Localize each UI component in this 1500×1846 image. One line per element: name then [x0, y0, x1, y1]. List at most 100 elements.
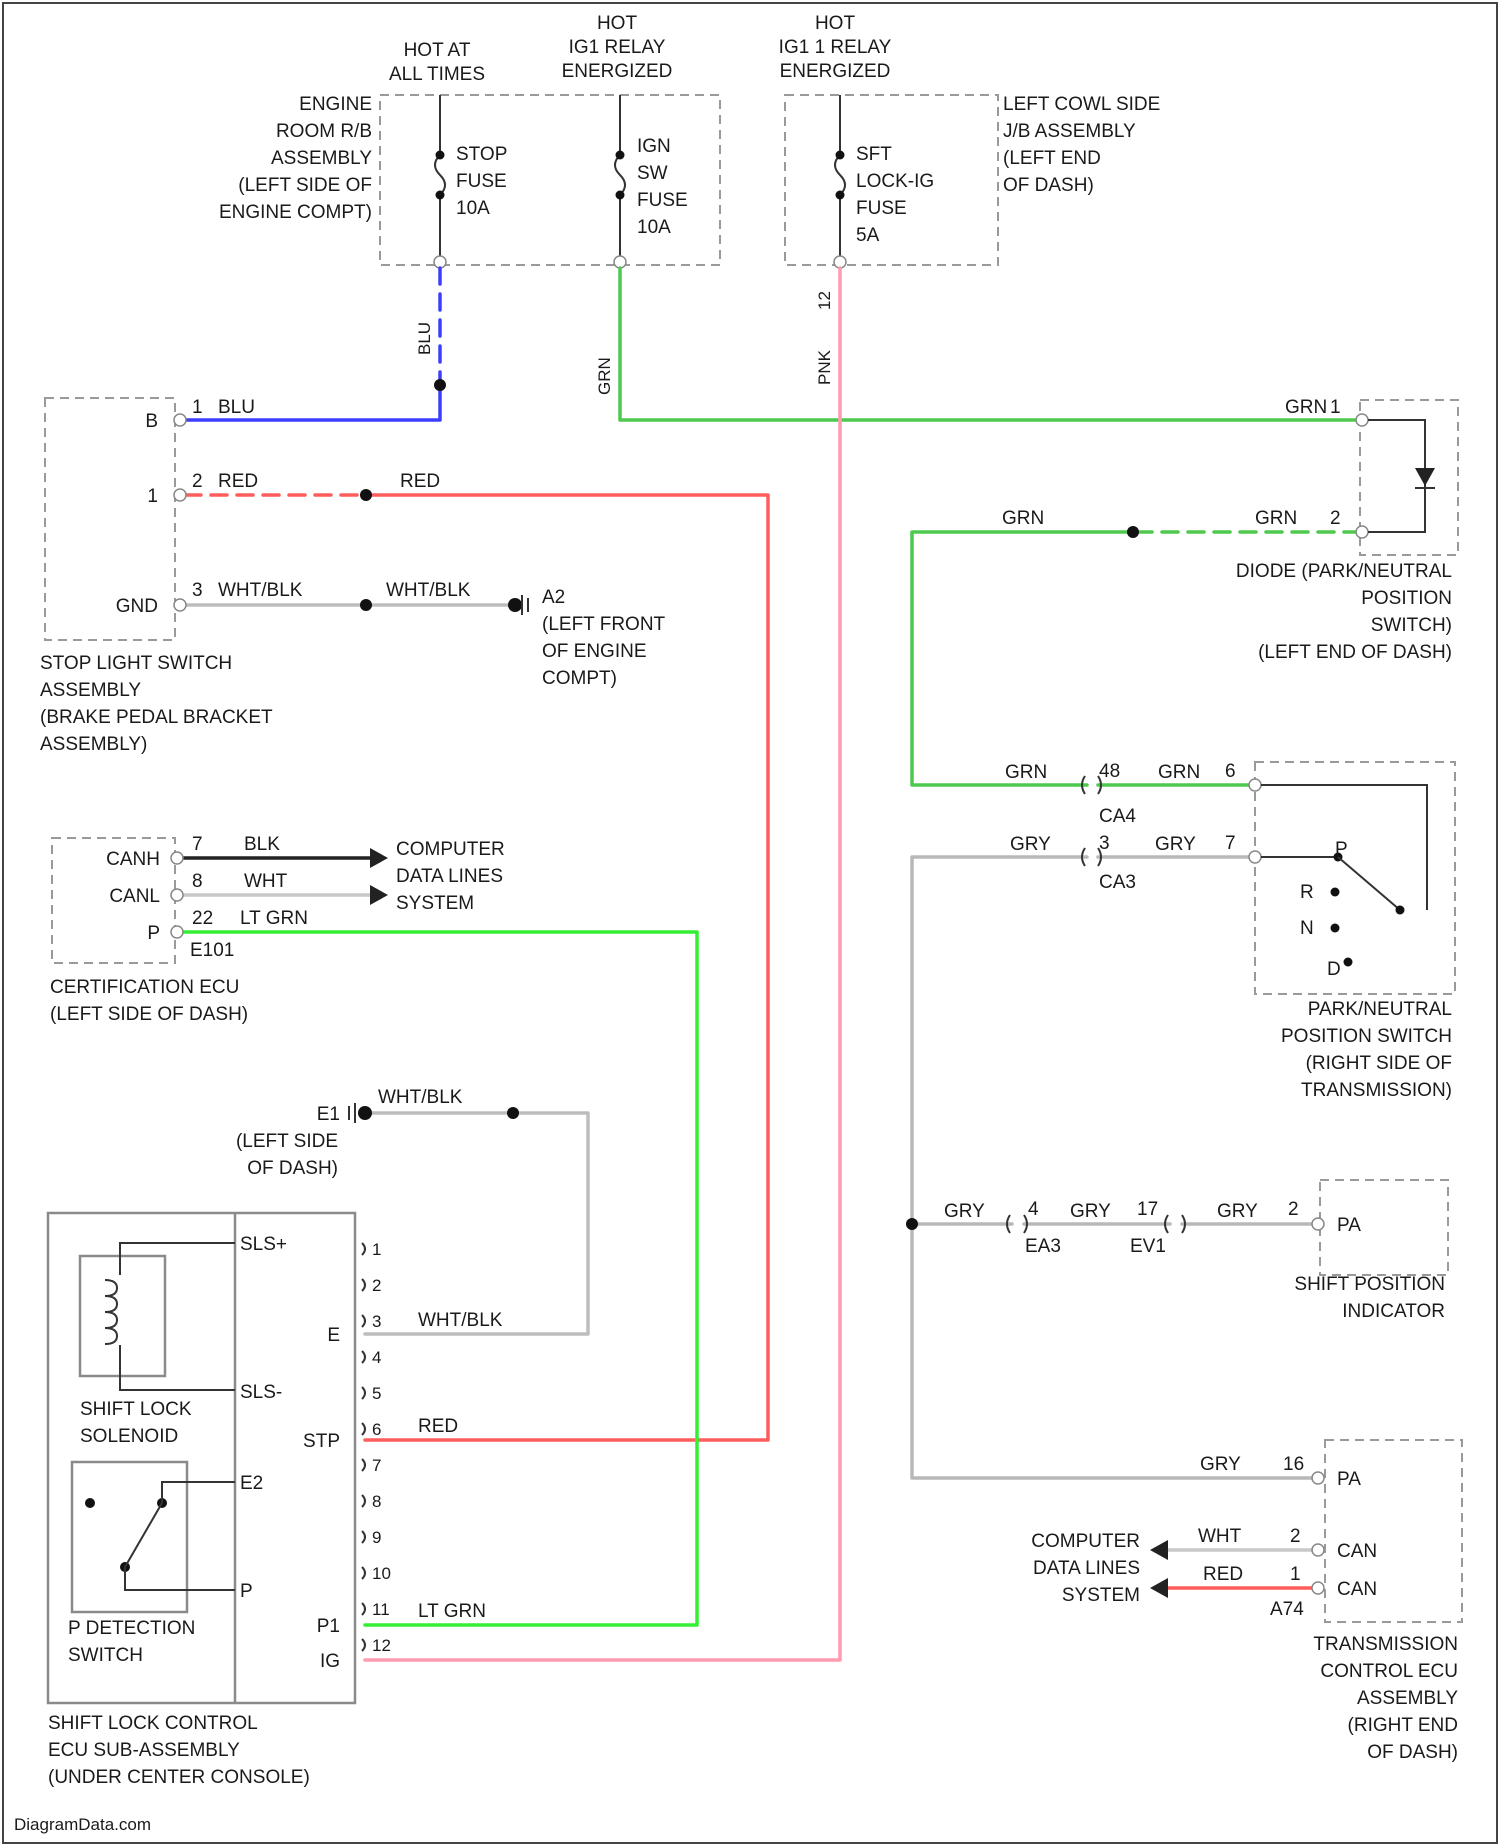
svg-text:P DETECTION: P DETECTION	[68, 1618, 195, 1639]
svg-text:1: 1	[1290, 1564, 1301, 1585]
svg-text:P: P	[1335, 839, 1348, 860]
svg-text:GRN: GRN	[1005, 762, 1047, 783]
svg-text:LT GRN: LT GRN	[418, 1601, 486, 1622]
svg-text:LT GRN: LT GRN	[240, 908, 308, 929]
svg-text:WHT/BLK: WHT/BLK	[386, 580, 471, 601]
hot3-line1: HOT	[815, 13, 856, 34]
svg-text:ASSEMBLY: ASSEMBLY	[1357, 1688, 1458, 1709]
svg-text:FUSE: FUSE	[637, 190, 688, 211]
svg-text:(LEFT SIDE OF: (LEFT SIDE OF	[238, 175, 372, 196]
svg-text:BLK: BLK	[244, 834, 280, 855]
svg-text:(BRAKE PEDAL BRACKET: (BRAKE PEDAL BRACKET	[40, 707, 273, 728]
svg-text:E2: E2	[240, 1473, 263, 1494]
svg-text:P1: P1	[317, 1616, 340, 1637]
svg-text:IGN: IGN	[637, 136, 671, 157]
svg-text:GRN: GRN	[1285, 397, 1327, 418]
svg-text:LOCK-IG: LOCK-IG	[856, 171, 934, 192]
svg-text:GRY: GRY	[1010, 834, 1051, 855]
svg-text:TRANSMISSION): TRANSMISSION)	[1301, 1080, 1452, 1101]
svg-text:SWITCH): SWITCH)	[1371, 615, 1452, 636]
svg-text:A2: A2	[542, 587, 565, 608]
svg-text:GND: GND	[116, 596, 158, 617]
svg-text:(LEFT SIDE: (LEFT SIDE	[236, 1131, 338, 1152]
svg-text:5A: 5A	[856, 225, 880, 246]
svg-text:GRY: GRY	[1217, 1201, 1258, 1222]
svg-text:PA: PA	[1337, 1469, 1361, 1490]
svg-text:COMPT): COMPT)	[542, 668, 617, 689]
svg-text:(RIGHT END: (RIGHT END	[1348, 1715, 1458, 1736]
svg-text:STOP LIGHT SWITCH: STOP LIGHT SWITCH	[40, 653, 232, 674]
svg-text:2: 2	[1290, 1526, 1301, 1547]
svg-text:ASSEMBLY: ASSEMBLY	[40, 680, 141, 701]
svg-text:SFT: SFT	[856, 144, 892, 165]
svg-text:GRN: GRN	[1002, 508, 1044, 529]
svg-text:GRY: GRY	[944, 1201, 985, 1222]
svg-text:STP: STP	[303, 1431, 340, 1452]
svg-text:2: 2	[192, 471, 203, 492]
svg-text:ENGINE: ENGINE	[299, 94, 372, 115]
svg-text:GRY: GRY	[1200, 1454, 1241, 1475]
svg-text:BLU: BLU	[218, 397, 255, 418]
svg-text:E1: E1	[317, 1104, 340, 1125]
svg-text:7: 7	[372, 1456, 381, 1475]
svg-text:ROOM R/B: ROOM R/B	[276, 121, 372, 142]
svg-text:CONTROL ECU: CONTROL ECU	[1320, 1661, 1458, 1682]
svg-text:SLS+: SLS+	[240, 1234, 287, 1255]
hot2-line3: ENERGIZED	[562, 61, 673, 82]
svg-text:E101: E101	[190, 940, 234, 961]
svg-text:INDICATOR: INDICATOR	[1342, 1301, 1445, 1322]
svg-text:SHIFT POSITION: SHIFT POSITION	[1294, 1274, 1445, 1295]
svg-text:WHT/BLK: WHT/BLK	[378, 1087, 463, 1108]
svg-text:11: 11	[372, 1600, 390, 1619]
svg-text:17: 17	[1137, 1199, 1158, 1220]
svg-text:ASSEMBLY: ASSEMBLY	[271, 148, 372, 169]
svg-text:2: 2	[1330, 508, 1341, 529]
svg-text:PA: PA	[1337, 1215, 1361, 1236]
svg-text:3: 3	[192, 580, 203, 601]
svg-text:22: 22	[192, 908, 213, 929]
svg-text:RED: RED	[418, 1416, 458, 1437]
svg-text:CA3: CA3	[1099, 872, 1136, 893]
svg-text:9: 9	[372, 1528, 381, 1547]
svg-text:E: E	[327, 1325, 340, 1346]
svg-text:SYSTEM: SYSTEM	[1062, 1585, 1140, 1606]
svg-text:ASSEMBLY): ASSEMBLY)	[40, 734, 147, 755]
svg-text:1: 1	[1330, 397, 1341, 418]
svg-text:(LEFT END: (LEFT END	[1003, 148, 1101, 169]
svg-text:GRN: GRN	[1158, 762, 1200, 783]
svg-text:B: B	[145, 411, 158, 432]
svg-text:TRANSMISSION: TRANSMISSION	[1313, 1634, 1458, 1655]
svg-text:RED: RED	[400, 471, 440, 492]
svg-text:48: 48	[1099, 761, 1120, 782]
svg-text:FUSE: FUSE	[456, 171, 507, 192]
svg-text:3: 3	[372, 1312, 381, 1331]
svg-text:WHT: WHT	[1198, 1526, 1242, 1547]
svg-text:ECU SUB-ASSEMBLY: ECU SUB-ASSEMBLY	[48, 1740, 240, 1761]
svg-text:COMPUTER: COMPUTER	[396, 839, 505, 860]
svg-text:CAN: CAN	[1337, 1579, 1377, 1600]
svg-text:OF ENGINE: OF ENGINE	[542, 641, 647, 662]
svg-text:12: 12	[372, 1636, 391, 1655]
svg-text:5: 5	[372, 1384, 381, 1403]
svg-text:2: 2	[1288, 1199, 1299, 1220]
svg-text:GRY: GRY	[1070, 1201, 1111, 1222]
svg-text:8: 8	[372, 1492, 381, 1511]
svg-text:R: R	[1300, 882, 1314, 903]
hot2-line2: IG1 RELAY	[569, 37, 666, 58]
svg-text:WHT/BLK: WHT/BLK	[218, 580, 303, 601]
svg-text:POSITION: POSITION	[1361, 588, 1452, 609]
svg-text:BLU: BLU	[415, 322, 434, 355]
svg-text:CAN: CAN	[1337, 1541, 1377, 1562]
svg-text:RED: RED	[218, 471, 258, 492]
hot3-line2: IG1 1 RELAY	[779, 37, 892, 58]
svg-text:CERTIFICATION ECU: CERTIFICATION ECU	[50, 977, 239, 998]
svg-text:GRY: GRY	[1155, 834, 1196, 855]
svg-text:16: 16	[1283, 1454, 1304, 1475]
hot3-line3: ENERGIZED	[780, 61, 891, 82]
svg-text:GRN: GRN	[595, 357, 614, 395]
svg-text:DATA LINES: DATA LINES	[396, 866, 503, 887]
svg-text:A74: A74	[1270, 1599, 1304, 1620]
svg-text:1: 1	[372, 1240, 381, 1259]
svg-text:10: 10	[372, 1564, 391, 1583]
